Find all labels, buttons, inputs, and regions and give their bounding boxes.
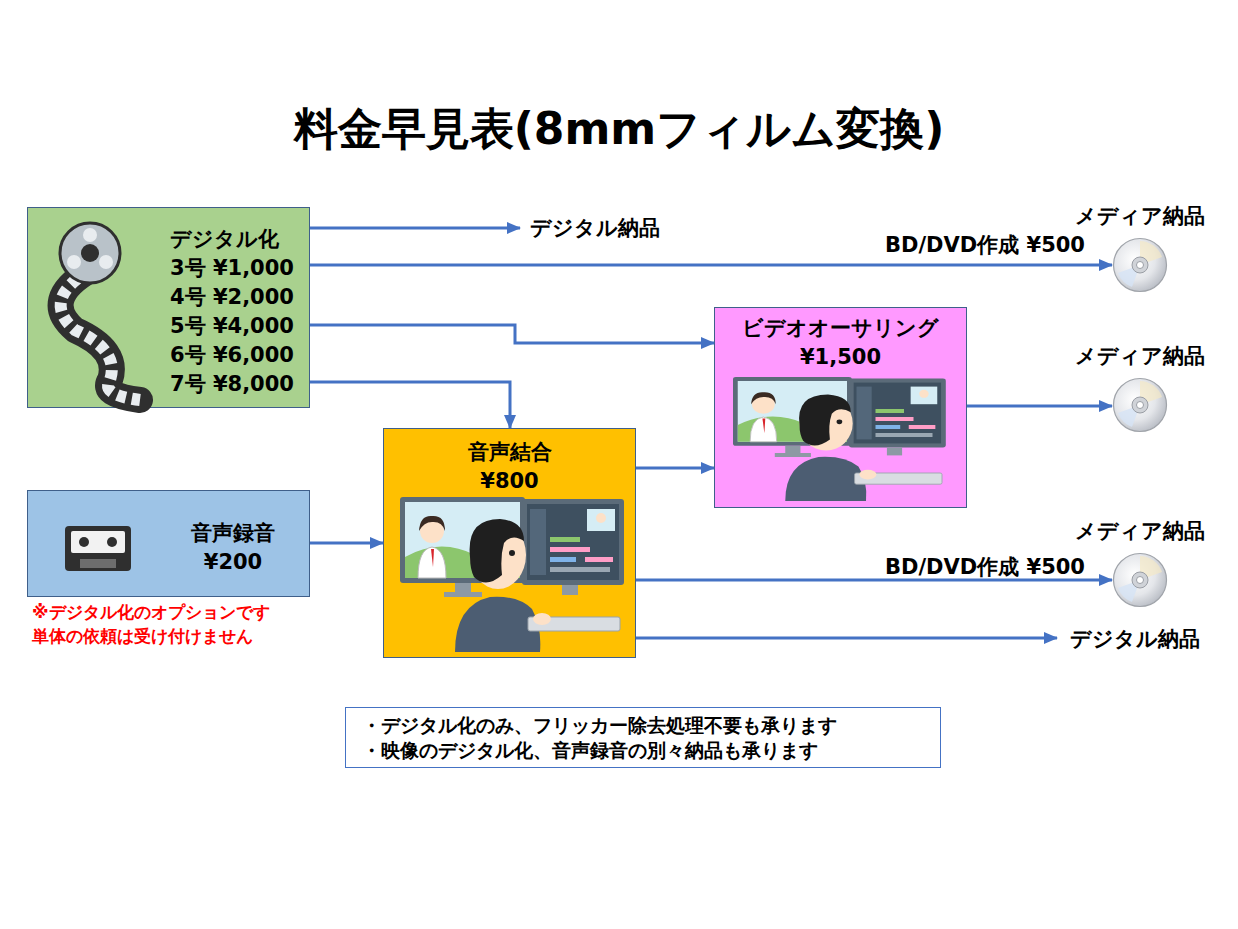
price-text: 6号 ¥6,000 — [170, 341, 294, 370]
delivery-label: デジタル納品 — [520, 213, 695, 243]
flow-arrow — [310, 382, 510, 428]
service-box: デジタル化3号 ¥1,0004号 ¥2,0005号 ¥4,0006号 ¥6,00… — [27, 207, 310, 408]
option-box: 音声録音¥200 — [27, 490, 310, 597]
note-text: ・映像のデジタル化、音声録音の別々納品も承ります — [362, 738, 940, 763]
box-heading: 音声録音 — [148, 519, 318, 548]
price-text: ¥800 — [384, 467, 635, 496]
price-text: 7号 ¥8,000 — [170, 370, 294, 399]
box-heading: 音声結合 — [384, 438, 635, 467]
price-text: 4号 ¥2,000 — [170, 283, 294, 312]
text-group: デジタル化3号 ¥1,0004号 ¥2,0005号 ¥4,0006号 ¥6,00… — [170, 225, 294, 399]
price-text: ¥1,500 — [715, 343, 966, 372]
process-box: ビデオオーサリング¥1,500 — [714, 307, 967, 508]
media-disc: メディア納品 — [1112, 552, 1168, 608]
disc-shape — [1112, 552, 1168, 608]
text-group: ビデオオーサリング¥1,500 — [715, 314, 966, 372]
media-heading: メディア納品 — [1060, 344, 1220, 368]
flow-arrow — [310, 542, 383, 545]
delivery-label: デジタル納品 — [1057, 624, 1232, 654]
flow-arrow — [636, 467, 714, 470]
text-group: 音声録音¥200 — [148, 519, 318, 577]
process-box: 音声結合¥800 — [383, 428, 636, 658]
disc-shape — [1112, 237, 1168, 293]
flow-arrow — [310, 325, 714, 343]
flow-arrow — [636, 637, 1057, 640]
text-group: 音声結合¥800 — [384, 438, 635, 496]
box-heading: デジタル化 — [170, 225, 294, 254]
note-box: ・デジタル化のみ、フリッカー除去処理不要も承ります・映像のデジタル化、音声録音の… — [345, 707, 941, 768]
diagram-title: 料金早見表(8mmフィルム変換) — [0, 98, 1238, 160]
note-text: ・デジタル化のみ、フリッカー除去処理不要も承ります — [362, 713, 940, 738]
box-heading: ビデオオーサリング — [715, 314, 966, 343]
media-disc: メディア納品 — [1112, 377, 1168, 433]
delivery-text: デジタル納品 — [1070, 624, 1232, 654]
media-heading: メディア納品 — [1060, 519, 1220, 543]
price-text: 3号 ¥1,000 — [170, 254, 294, 283]
delivery-text: デジタル納品 — [530, 213, 695, 243]
edge-label: BD/DVD作成 ¥500 — [885, 554, 1085, 580]
note-text: ※デジタル化のオプションです 単体の依頼は受け付けません — [32, 600, 280, 648]
media-heading: メディア納品 — [1060, 204, 1220, 228]
disc-shape — [1112, 377, 1168, 433]
flow-arrow — [310, 264, 1112, 267]
flow-arrow — [967, 405, 1112, 408]
flow-arrow — [310, 227, 520, 230]
media-disc: メディア納品 — [1112, 237, 1168, 293]
price-text: 5号 ¥4,000 — [170, 312, 294, 341]
edge-label: BD/DVD作成 ¥500 — [885, 232, 1085, 258]
price-text: ¥200 — [148, 548, 318, 577]
